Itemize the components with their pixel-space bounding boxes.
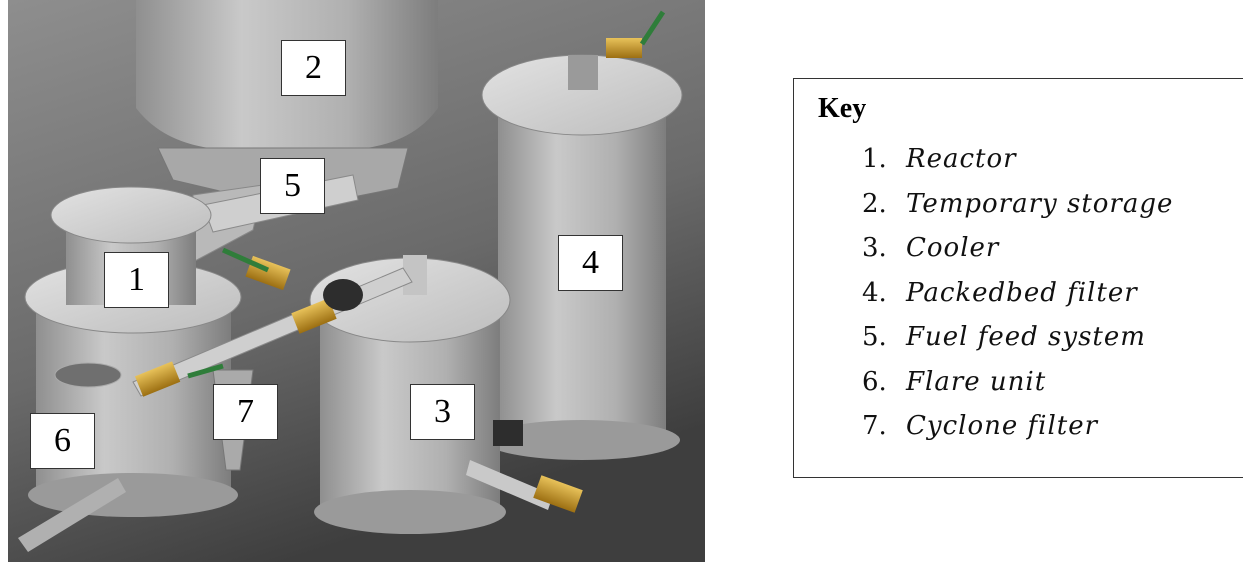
key-item-index: 2. [862,188,887,219]
label-number-1: 1 [104,252,169,308]
label-number-4: 4 [558,235,623,291]
key-item-label: Reactor [906,144,1017,174]
key-item-temporary-storage: 2. Temporary storage [862,182,1173,227]
key-item-label: Cooler [906,233,1000,263]
key-item-label: Flare unit [906,366,1047,397]
key-title: Key [818,93,867,124]
key-item-index: 6. [862,366,887,397]
label-number-3: 3 [410,384,475,440]
key-legend: Key 1. Reactor 2. Temporary storage 3. Cool… [793,78,1243,478]
key-item-fuel-feed-system: 5. Fuel feed system [862,315,1173,360]
key-list: 1. Reactor 2. Temporary storage 3. Cooler 4… [862,137,1173,449]
key-item-reactor: 1. Reactor [862,137,1173,182]
key-item-index: 4. [862,277,887,308]
key-item-flare-unit: 6. Flare unit [862,360,1173,405]
key-item-label: Cyclone filter [906,411,1099,441]
gasifier-3d-render: 2 5 4 1 7 3 6 [8,0,705,562]
key-item-index: 7. [862,411,887,441]
key-item-cyclone-filter: 7. Cyclone filter [862,404,1173,449]
key-item-packedbed-filter: 4. Packedbed filter [862,271,1173,316]
label-number-2: 2 [281,40,346,96]
label-number-6: 6 [30,413,95,469]
key-item-label: Temporary storage [906,188,1174,219]
key-item-index: 5. [862,322,887,352]
label-number-5: 5 [260,158,325,214]
key-item-index: 1. [862,144,887,174]
gas-piping [132,247,413,397]
key-item-cooler: 3. Cooler [862,226,1173,271]
key-item-label: Packedbed filter [906,277,1138,308]
label-number-7: 7 [213,384,278,440]
key-item-label: Fuel feed system [906,322,1146,352]
reactor-vessel [18,186,242,552]
key-item-index: 3. [862,233,887,263]
